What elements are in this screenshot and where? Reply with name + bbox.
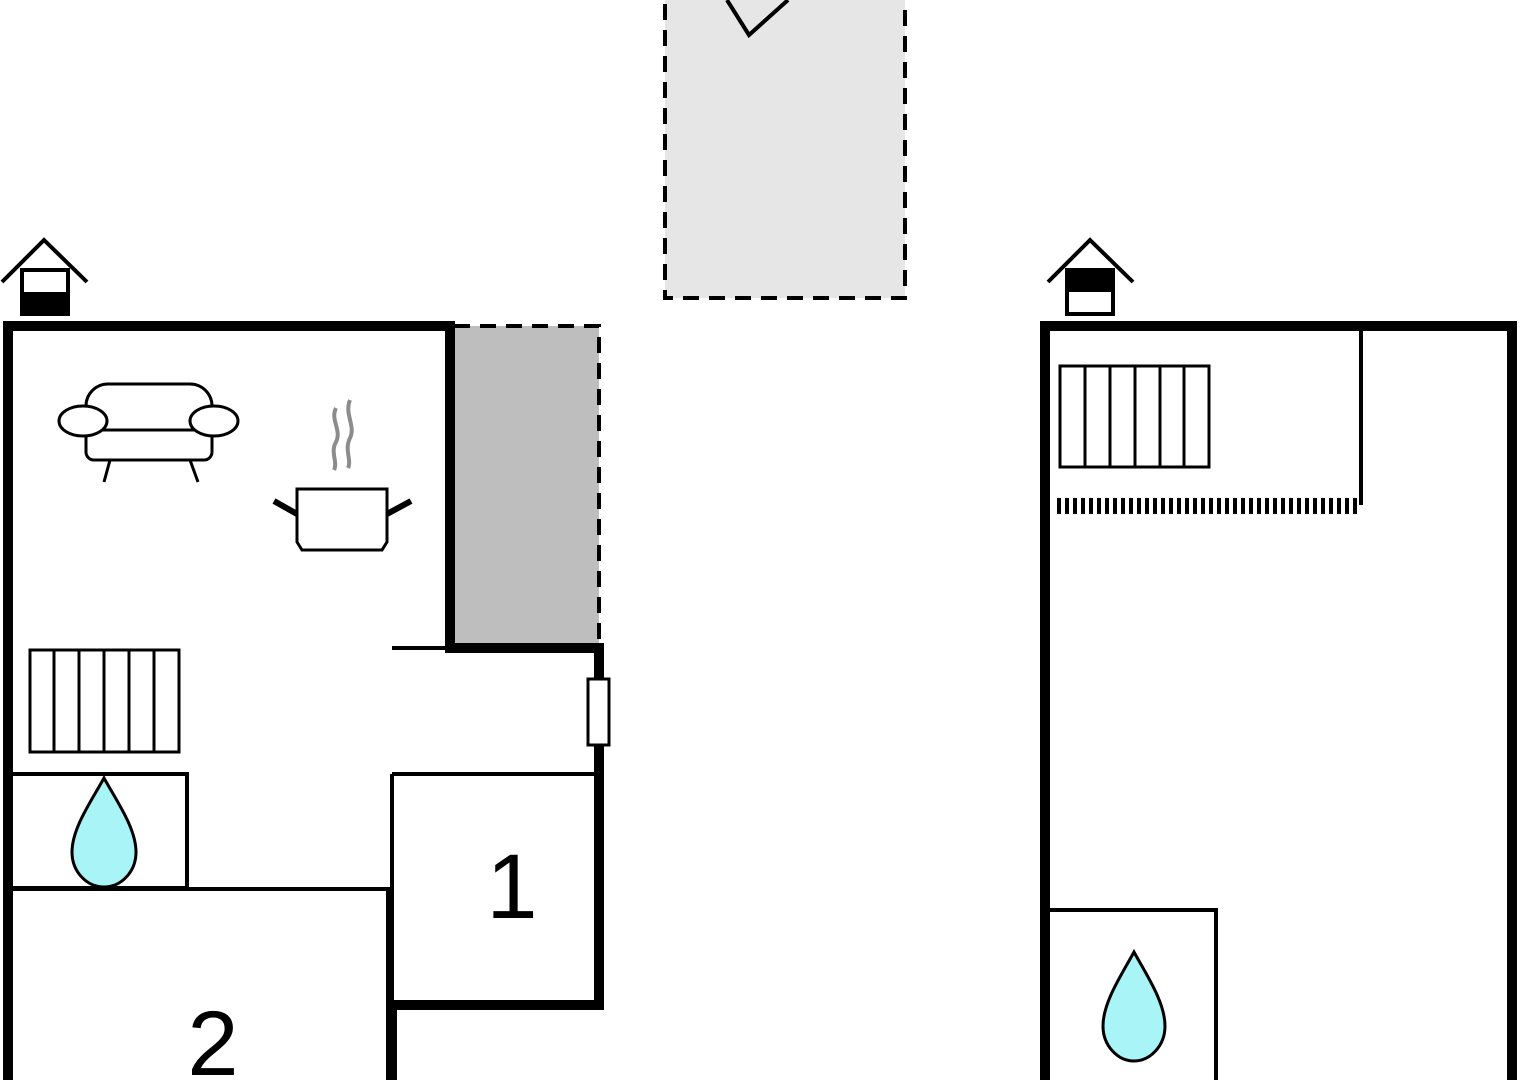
room-number-2: 2	[187, 993, 238, 1080]
radiator-icon	[1058, 364, 1211, 469]
water-drop-icon	[1101, 948, 1167, 1063]
room-number-1: 1	[486, 836, 537, 938]
sofa-icon	[57, 382, 240, 483]
house-marker-icon	[0, 237, 89, 316]
covered-area	[454, 324, 601, 644]
water-drop-icon	[70, 774, 138, 889]
house-marker-icon	[1046, 237, 1135, 316]
radiator-icon	[28, 648, 181, 754]
window-icon	[586, 677, 611, 747]
right-building-walls	[1040, 321, 1517, 1080]
terrace-area	[663, 0, 907, 300]
cooking-pot-icon	[272, 399, 413, 552]
left-building-walls	[3, 321, 604, 1080]
